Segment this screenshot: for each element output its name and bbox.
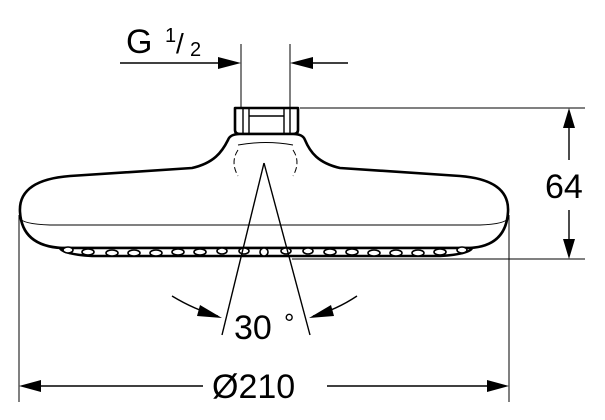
diameter-arrow-left	[19, 380, 41, 392]
nozzle	[105, 249, 119, 257]
height-dimension: 64	[292, 107, 585, 260]
thread-arrow-left	[218, 57, 241, 69]
angle-degree-symbol: °	[284, 308, 294, 338]
thread-numerator: 1	[165, 25, 176, 47]
thread-dimension: G 1 / 2	[120, 23, 348, 108]
nozzles	[62, 246, 468, 257]
angle-arrow-right	[309, 305, 334, 318]
nozzle	[433, 248, 447, 256]
nozzle	[345, 248, 359, 256]
nozzle	[323, 248, 337, 256]
diameter-dimension: Ø210	[18, 215, 510, 406]
spray-line-left	[221, 162, 265, 336]
spray-line-right	[263, 162, 311, 336]
hex-nut	[233, 106, 300, 136]
nozzle	[193, 248, 207, 256]
nozzle	[238, 247, 250, 255]
joint-left	[233, 149, 239, 177]
nozzle	[127, 249, 141, 257]
diameter-value: Ø210	[212, 368, 295, 406]
joint-right	[292, 149, 298, 177]
shower-head	[18, 106, 510, 258]
angle-value: 30	[234, 309, 272, 347]
disc-rim-line	[19, 217, 509, 226]
nozzle-center	[259, 247, 269, 257]
joint-top	[237, 142, 294, 146]
nozzle	[280, 247, 292, 255]
shower-disc	[18, 132, 510, 250]
spray-angle-dimension: 30 °	[171, 162, 358, 347]
height-arrow-top	[563, 108, 575, 128]
nozzle	[149, 249, 163, 257]
nozzle	[216, 247, 228, 255]
thread-denominator: 2	[190, 39, 201, 61]
height-arrow-bottom	[563, 239, 575, 259]
height-value: 64	[545, 168, 583, 206]
nozzle	[81, 248, 95, 256]
nozzle	[456, 246, 468, 254]
nozzle	[62, 246, 74, 254]
angle-arrow-left	[197, 305, 222, 318]
thread-prefix: G	[126, 23, 152, 61]
nozzle	[367, 249, 381, 257]
nozzle	[171, 248, 185, 256]
diameter-arrow-right	[487, 380, 509, 392]
thread-arrow-right	[290, 57, 313, 69]
nozzle	[302, 247, 314, 255]
nozzle	[411, 249, 425, 257]
thread-slash: /	[176, 28, 184, 59]
nozzle	[389, 249, 403, 257]
